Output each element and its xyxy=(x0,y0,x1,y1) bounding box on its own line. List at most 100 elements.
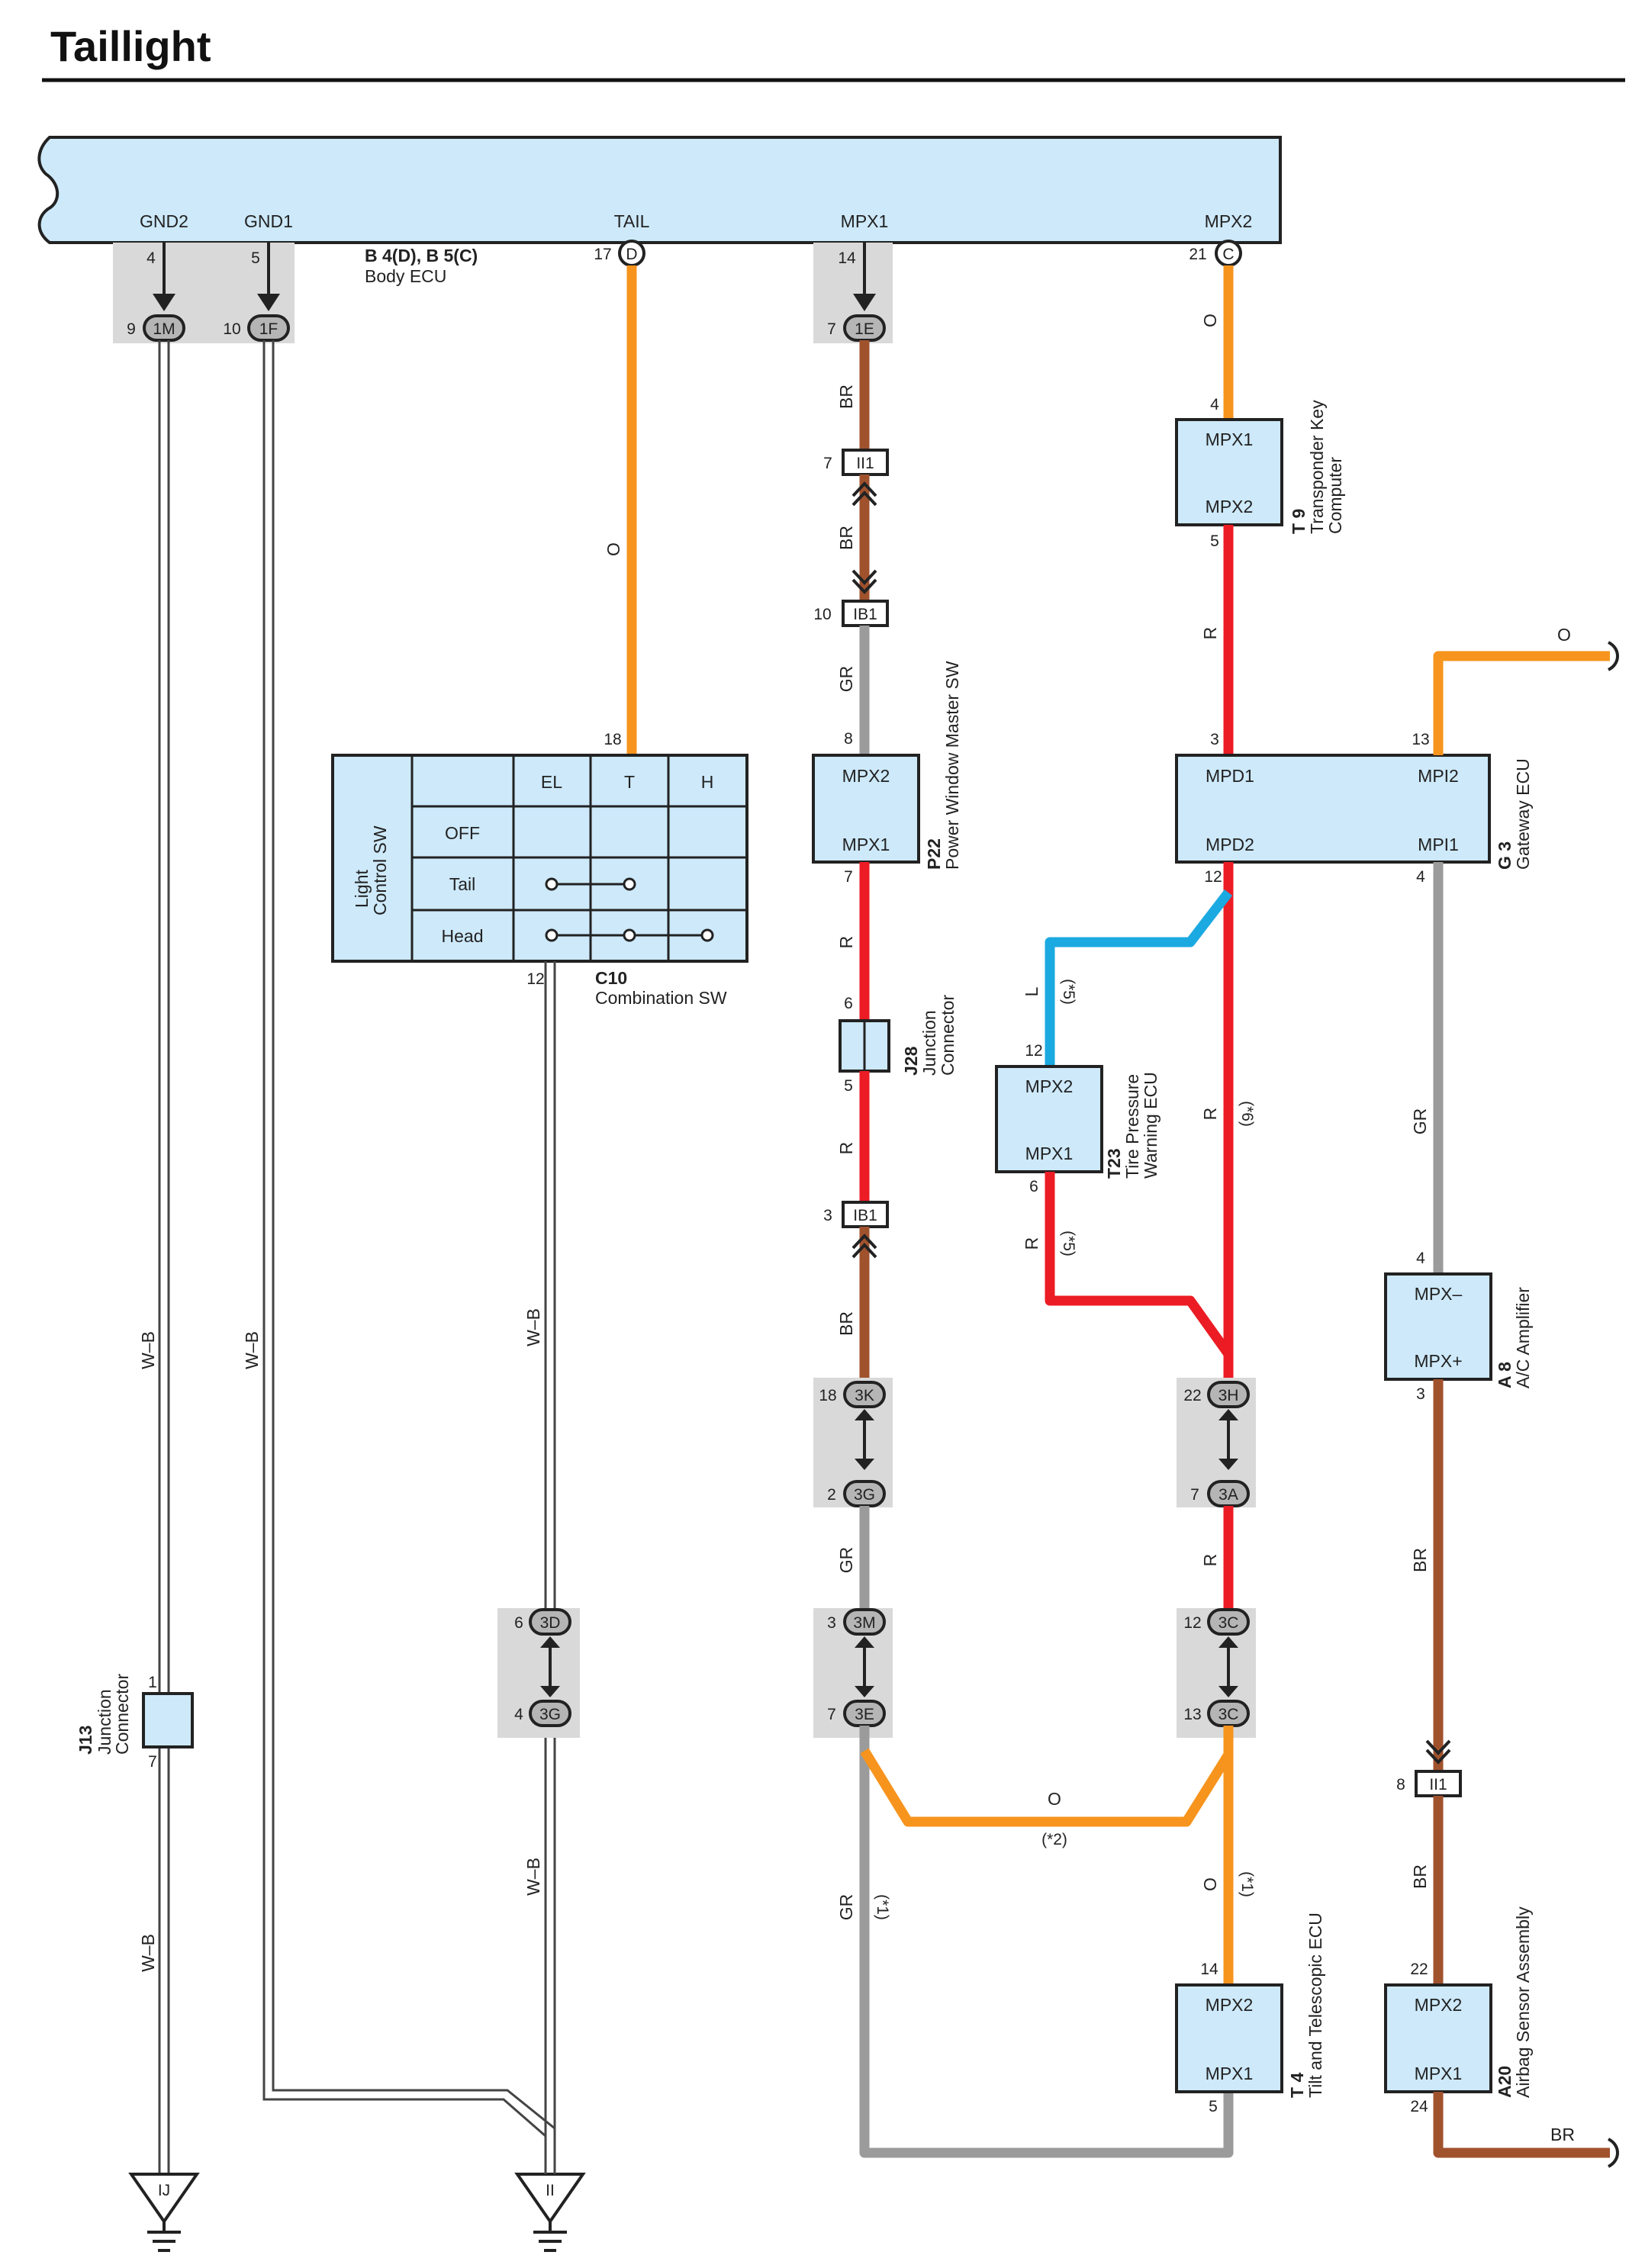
svg-text:R: R xyxy=(836,936,856,949)
svg-text:3C: 3C xyxy=(1218,1706,1239,1723)
gateway-ecu-block xyxy=(1175,754,1491,864)
tire-pressure-warning-ecu-block xyxy=(995,1065,1103,1173)
svg-text:4: 4 xyxy=(1210,396,1219,413)
svg-text:II1: II1 xyxy=(1429,1776,1447,1793)
col-el: EL xyxy=(541,772,562,792)
junction-1m xyxy=(143,314,185,342)
svg-text:9: 9 xyxy=(127,320,136,338)
ground-ii-label: II xyxy=(546,2182,555,2199)
svg-text:3: 3 xyxy=(823,1207,832,1224)
svg-text:MPX+: MPX+ xyxy=(1414,1351,1462,1371)
svg-text:8: 8 xyxy=(844,730,853,748)
svg-text:12: 12 xyxy=(1183,1614,1201,1632)
ground-ii-icon xyxy=(514,2173,586,2252)
chevron-down-icon xyxy=(1425,1739,1451,1765)
col-t: T xyxy=(624,772,635,792)
combination-sw-block xyxy=(331,754,748,963)
terminal-mpx2: MPX2 xyxy=(1205,211,1253,231)
svg-text:MPX–: MPX– xyxy=(1415,1284,1463,1304)
svg-text:(*2): (*2) xyxy=(1041,1831,1067,1848)
svg-text:MPX2: MPX2 xyxy=(1206,1995,1254,2015)
svg-text:A20: A20 xyxy=(1495,2066,1515,2098)
svg-text:12: 12 xyxy=(526,970,544,988)
svg-text:14: 14 xyxy=(838,249,856,267)
svg-text:21: 21 xyxy=(1189,246,1206,263)
svg-text:MPX1: MPX1 xyxy=(1025,1144,1074,1163)
arrow-down-icon xyxy=(853,294,876,311)
svg-text:O: O xyxy=(1557,625,1571,645)
svg-text:MPX1: MPX1 xyxy=(842,835,890,854)
svg-text:MPX1: MPX1 xyxy=(1206,429,1254,449)
svg-text:14: 14 xyxy=(1200,1961,1218,1978)
svg-text:GR: GR xyxy=(836,666,856,693)
svg-text:MPI2: MPI2 xyxy=(1418,766,1459,786)
svg-text:(*6): (*6) xyxy=(1238,1101,1256,1127)
blue-wire-tire-pressure xyxy=(1045,890,1233,1066)
svg-text:R: R xyxy=(1200,1554,1220,1567)
svg-text:W–B: W–B xyxy=(523,1308,543,1346)
svg-text:6: 6 xyxy=(514,1614,523,1632)
svg-text:13: 13 xyxy=(1412,731,1429,748)
svg-text:W–B: W–B xyxy=(138,1934,158,1972)
svg-text:MPD2: MPD2 xyxy=(1206,835,1254,854)
svg-text:GR: GR xyxy=(1410,1108,1430,1135)
chevron-up-icon xyxy=(851,481,877,507)
wb-wire-gnd1 xyxy=(262,340,556,2174)
page-title: Taillight xyxy=(50,22,211,70)
arrow-down-icon xyxy=(257,294,280,311)
svg-text:1: 1 xyxy=(148,1674,157,1691)
svg-text:BR: BR xyxy=(836,526,856,550)
junction-1f xyxy=(247,314,290,342)
svg-text:IB1: IB1 xyxy=(853,606,877,623)
col-h: H xyxy=(701,772,714,792)
svg-text:5: 5 xyxy=(1209,2098,1218,2115)
svg-text:24: 24 xyxy=(1410,2098,1428,2115)
svg-text:BR: BR xyxy=(836,384,856,409)
inline-connector-ib1 xyxy=(842,600,889,627)
svg-text:3G: 3G xyxy=(854,1486,875,1504)
arrow-down-icon xyxy=(153,294,175,311)
svg-text:7: 7 xyxy=(827,320,836,338)
junction-3m xyxy=(843,1608,886,1636)
svg-text:Junction: Junction xyxy=(919,1010,939,1076)
svg-text:L: L xyxy=(1022,986,1041,996)
svg-text:R: R xyxy=(1022,1237,1041,1250)
pin-gnd1: 5 xyxy=(251,249,260,267)
svg-text:MPX2: MPX2 xyxy=(1206,497,1254,516)
airbag-sensor-assembly-block xyxy=(1384,1983,1492,2093)
svg-text:MPX2: MPX2 xyxy=(1025,1076,1074,1096)
svg-text:3: 3 xyxy=(1210,731,1219,748)
power-window-master-sw-block xyxy=(812,754,920,864)
svg-text:BR: BR xyxy=(1410,1864,1430,1889)
svg-text:J28: J28 xyxy=(901,1046,921,1076)
ground-ij-icon xyxy=(128,2173,200,2252)
svg-text:R: R xyxy=(1200,1108,1220,1121)
svg-text:R: R xyxy=(1200,627,1220,640)
svg-text:P22: P22 xyxy=(924,838,944,870)
svg-text:MPX1: MPX1 xyxy=(1415,2064,1463,2083)
svg-text:Connector: Connector xyxy=(112,1674,132,1755)
svg-text:MPX1: MPX1 xyxy=(1206,2064,1254,2083)
svg-text:GR: GR xyxy=(836,1894,856,1921)
junction-connector-j13 xyxy=(142,1692,194,1748)
svg-text:18: 18 xyxy=(819,1387,836,1404)
svg-text:W–B: W–B xyxy=(523,1858,543,1896)
svg-text:Light: Light xyxy=(352,870,372,908)
svg-text:3: 3 xyxy=(827,1614,836,1632)
svg-text:3C: 3C xyxy=(1218,1614,1239,1632)
svg-text:BR: BR xyxy=(836,1311,856,1336)
continuation-break-icon xyxy=(1607,2138,1619,2168)
svg-text:7: 7 xyxy=(1190,1486,1199,1504)
svg-text:O: O xyxy=(1200,1877,1220,1891)
row-head: Head xyxy=(442,926,484,946)
svg-text:Airbag Sensor Assembly: Airbag Sensor Assembly xyxy=(1513,1906,1533,2098)
svg-text:10: 10 xyxy=(223,320,240,338)
terminal-tail: TAIL xyxy=(614,211,650,231)
svg-text:1M: 1M xyxy=(153,320,175,338)
svg-text:W–B: W–B xyxy=(242,1331,262,1369)
svg-text:T 4: T 4 xyxy=(1287,2073,1307,2098)
ground-ij-label: IJ xyxy=(158,2182,170,2199)
chevron-down-icon xyxy=(851,569,877,594)
svg-text:II1: II1 xyxy=(856,455,874,472)
svg-text:J13: J13 xyxy=(76,1726,95,1755)
